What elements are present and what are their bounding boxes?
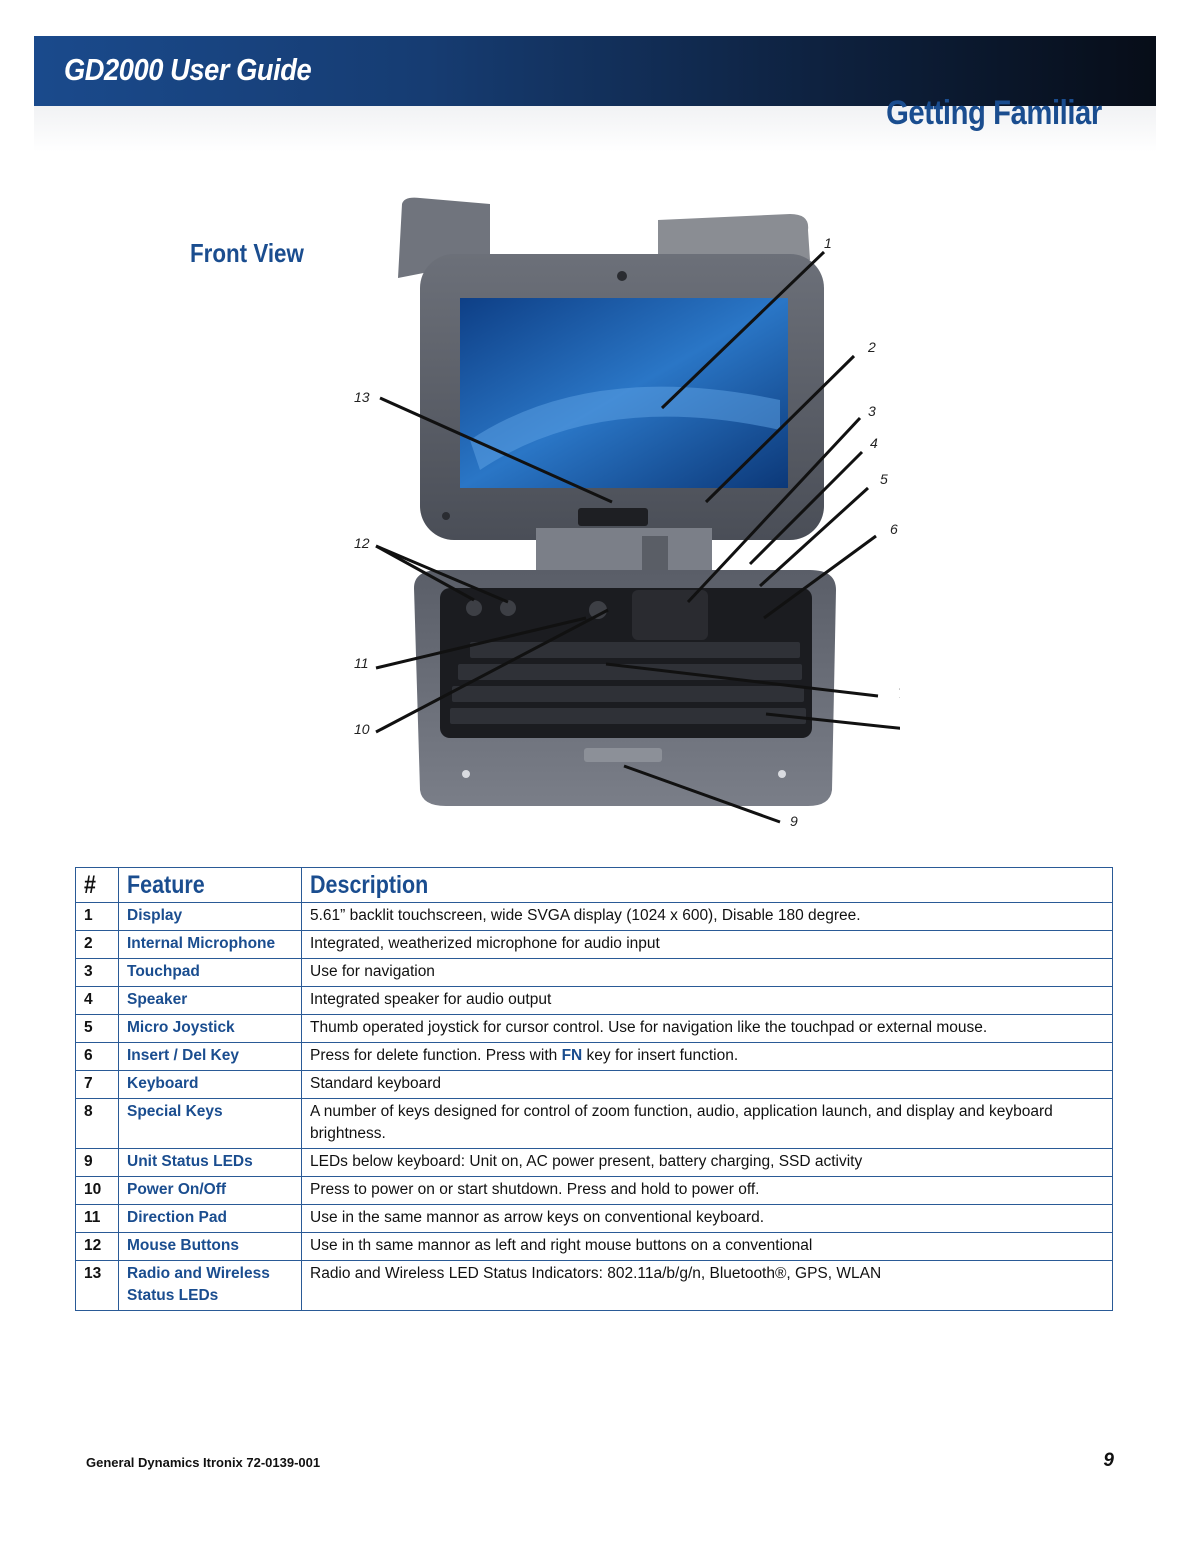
row-number: 5 [75, 1014, 119, 1043]
row-feature: Insert / Del Key [118, 1042, 302, 1071]
section-title: Getting Familiar [886, 94, 1102, 132]
row-feature: Power On/Off [118, 1176, 302, 1205]
table-row: 6 Insert / Del Key Press for delete func… [75, 1042, 1113, 1071]
base-screw-left [462, 770, 470, 778]
table-row: 3 Touchpad Use for navigation [75, 958, 1113, 987]
callout-7: 7 [898, 685, 900, 701]
callout-4: 4 [870, 435, 878, 451]
row-feature: Micro Joystick [118, 1014, 302, 1043]
page-number: 9 [1103, 1450, 1114, 1471]
header-band [34, 36, 1156, 106]
description-text-after-key: key for insert function. [582, 1047, 739, 1064]
row-number: 7 [75, 1070, 119, 1099]
row-description: Integrated speaker for audio output [301, 986, 1113, 1015]
row-number: 12 [75, 1232, 119, 1261]
key-rows [450, 642, 806, 724]
table-header-row: # Feature Description [75, 867, 1113, 903]
table-row: 4 Speaker Integrated speaker for audio o… [75, 986, 1113, 1015]
footer-document-id: General Dynamics Itronix 72-0139-001 [86, 1455, 321, 1470]
device-front-view-figure: 1 2 3 4 5 6 7 8 9 10 11 12 13 [354, 197, 900, 829]
table-row: 2 Internal Microphone Integrated, weathe… [75, 930, 1113, 959]
row-feature: Mouse Buttons [118, 1232, 302, 1261]
row-description: Use in th same mannor as left and right … [301, 1232, 1113, 1261]
table-row: 11 Direction Pad Use in the same mannor … [75, 1204, 1113, 1233]
mouse-button-right [500, 600, 516, 616]
row-description: Press for delete function. Press with FN… [301, 1042, 1113, 1071]
callout-13: 13 [354, 389, 370, 405]
touchpad [632, 590, 708, 640]
row-description: Radio and Wireless LED Status Indicators… [301, 1260, 1113, 1311]
row-number: 4 [75, 986, 119, 1015]
mouse-button-left [466, 600, 482, 616]
right-handle [658, 214, 810, 260]
description-text-before-key: Press for delete function. Press with [310, 1047, 562, 1064]
row-number: 1 [75, 902, 119, 931]
table-row: 9 Unit Status LEDs LEDs below keyboard: … [75, 1148, 1113, 1177]
row-number: 6 [75, 1042, 119, 1071]
callout-5: 5 [880, 471, 888, 487]
row-description: Press to power on or start shutdown. Pre… [301, 1176, 1113, 1205]
row-feature: Display [118, 902, 302, 931]
table-row: 10 Power On/Off Press to power on or sta… [75, 1176, 1113, 1205]
callout-6: 6 [890, 521, 898, 537]
row-description: Integrated, weatherized microphone for a… [301, 930, 1113, 959]
row-feature: Special Keys [118, 1098, 302, 1149]
table-row: 13 Radio and Wireless Status LEDs Radio … [75, 1260, 1113, 1311]
callout-2: 2 [867, 339, 876, 355]
header-description: Description [301, 867, 1113, 903]
row-feature: Direction Pad [118, 1204, 302, 1233]
row-number: 10 [75, 1176, 119, 1205]
fn-key-label: FN [561, 1047, 583, 1064]
row-description: 5.61” backlit touchscreen, wide SVGA dis… [301, 902, 1113, 931]
callout-10: 10 [354, 721, 370, 737]
webcam [617, 271, 627, 281]
row-feature: Unit Status LEDs [118, 1148, 302, 1177]
row-number: 3 [75, 958, 119, 987]
front-status-led-panel [584, 748, 662, 762]
row-description: Thumb operated joystick for cursor contr… [301, 1014, 1113, 1043]
row-feature: Internal Microphone [118, 930, 302, 959]
row-description: Use in the same mannor as arrow keys on … [301, 1204, 1113, 1233]
callout-9: 9 [790, 813, 798, 829]
table-row: 1 Display 5.61” backlit touchscreen, wid… [75, 902, 1113, 931]
base-screw-right [778, 770, 786, 778]
table-row: 5 Micro Joystick Thumb operated joystick… [75, 1014, 1113, 1043]
feature-table: # Feature Description 1 Display 5.61” ba… [75, 867, 1113, 1311]
callout-11: 11 [354, 655, 369, 671]
row-description: A number of keys designed for control of… [301, 1098, 1113, 1149]
row-number: 8 [75, 1098, 119, 1149]
row-number: 9 [75, 1148, 119, 1177]
row-description: LEDs below keyboard: Unit on, AC power p… [301, 1148, 1113, 1177]
row-number: 13 [75, 1260, 119, 1311]
callout-lines [375, 250, 900, 824]
header-feature: Feature [118, 867, 302, 903]
row-number: 2 [75, 930, 119, 959]
header-shade [34, 106, 1156, 152]
row-number: 11 [75, 1204, 119, 1233]
lid-screw-left [442, 512, 450, 520]
row-feature: Touchpad [118, 958, 302, 987]
screen-swoosh [470, 386, 780, 470]
row-feature: Radio and Wireless Status LEDs [118, 1260, 302, 1311]
callout-12: 12 [354, 535, 370, 551]
row-feature: Speaker [118, 986, 302, 1015]
status-led-strip [578, 508, 648, 526]
row-description: Standard keyboard [301, 1070, 1113, 1099]
table-row: 12 Mouse Buttons Use in th same mannor a… [75, 1232, 1113, 1261]
row-feature: Keyboard [118, 1070, 302, 1099]
row-description: Use for navigation [301, 958, 1113, 987]
guide-title: GD2000 User Guide [64, 52, 312, 87]
callout-3: 3 [868, 403, 876, 419]
callout-1: 1 [824, 235, 832, 251]
table-row: 7 Keyboard Standard keyboard [75, 1070, 1113, 1099]
table-row: 8 Special Keys A number of keys designed… [75, 1098, 1113, 1149]
header-number: # [75, 867, 119, 903]
subsection-title: Front View [190, 238, 304, 268]
